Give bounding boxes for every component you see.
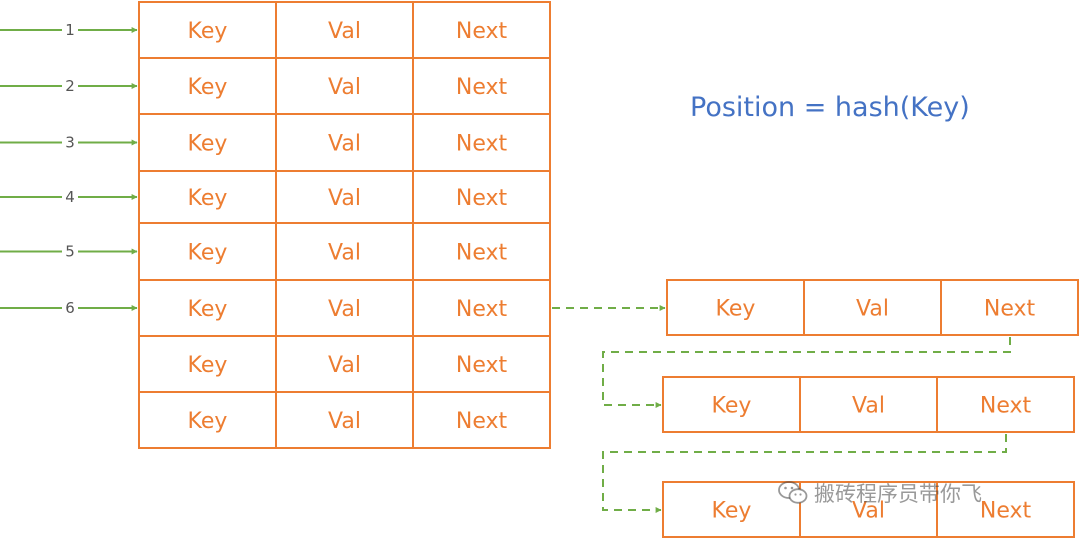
table-row-7-next-label: Next xyxy=(456,353,508,378)
index-arrow-2: 2 xyxy=(0,77,138,95)
index-label-2: 2 xyxy=(65,77,75,95)
chain-node-1-val-label: Val xyxy=(856,297,889,322)
table-row-6-val-cell xyxy=(275,279,414,337)
table-row-3: Key Val Next xyxy=(138,113,551,172)
table-row-8-next-cell xyxy=(412,391,551,449)
table-row-5-val-label: Val xyxy=(328,241,361,266)
table-row-5-next-cell xyxy=(412,222,551,281)
table-row-2-val-cell xyxy=(275,57,414,115)
chain-node-2-next-cell xyxy=(936,376,1075,433)
watermark: 搬砖程序员带你飞 xyxy=(778,478,982,508)
index-label-4: 4 xyxy=(65,188,75,206)
table-row-3-val-label: Val xyxy=(328,132,361,157)
watermark-text: 搬砖程序员带你飞 xyxy=(814,482,982,506)
wechat-icon xyxy=(778,481,808,504)
index-arrow-3: 3 xyxy=(0,134,138,152)
table-row-5-key-label: Key xyxy=(188,241,228,266)
table-row-5-next-label: Next xyxy=(456,241,508,266)
hash-formula: Position = hash(Key) xyxy=(690,92,970,123)
chain-node-3-key-label: Key xyxy=(712,499,752,524)
table-row-1-key-cell xyxy=(138,1,277,59)
table-row-7-key-label: Key xyxy=(188,353,228,378)
chain-node-1: Key Val Next xyxy=(666,279,1079,336)
table-row-1-key-label: Key xyxy=(188,19,228,44)
table-row-5-key-cell xyxy=(138,222,277,281)
table-row-4-next-label: Next xyxy=(456,186,508,211)
table-row-7-key-cell xyxy=(138,335,277,393)
index-arrow-1: 1 xyxy=(0,21,138,39)
chain-node-1-val-cell xyxy=(803,279,942,336)
chain-node-2-val-label: Val xyxy=(852,394,885,419)
table-row-7: Key Val Next xyxy=(138,335,551,393)
table-row-6-key-label: Key xyxy=(188,297,228,322)
table-row-1-val-label: Val xyxy=(328,19,361,44)
index-label-1: 1 xyxy=(65,21,75,39)
chain-node-1-next-label: Next xyxy=(984,297,1036,322)
table-row-3-key-label: Key xyxy=(188,132,228,157)
table-row-2-key-label: Key xyxy=(188,75,228,100)
table-row-8-val-label: Val xyxy=(328,409,361,434)
table-row-2-next-label: Next xyxy=(456,75,508,100)
table-row-8-key-cell xyxy=(138,391,277,449)
table-row-4-val-cell xyxy=(275,170,414,224)
table-row-2: Key Val Next xyxy=(138,57,551,115)
chain-node-2: Key Val Next xyxy=(662,376,1075,433)
chain-node-2-key-label: Key xyxy=(712,394,752,419)
table-row-4-key-label: Key xyxy=(188,186,228,211)
table-row-1-next-label: Next xyxy=(456,19,508,44)
index-label-3: 3 xyxy=(65,134,75,152)
index-arrow-5: 5 xyxy=(0,243,138,261)
table-row-4-next-cell xyxy=(412,170,551,224)
link-node2-to-node3 xyxy=(602,434,1007,513)
table-row-6-val-label: Val xyxy=(328,297,361,322)
chain-node-3-next-cell xyxy=(936,481,1075,538)
chain-node-3-val-label: Val xyxy=(852,499,885,524)
index-arrow-6: 6 xyxy=(0,299,138,317)
chain-node-3: Key Val Next xyxy=(662,481,1075,538)
table-row-6: Key Val Next xyxy=(138,279,551,337)
index-label-6: 6 xyxy=(65,299,75,317)
table-row-6-next-label: Next xyxy=(456,297,508,322)
table-row-6-next-cell xyxy=(412,279,551,337)
table-row-8-val-cell xyxy=(275,391,414,449)
table-row-5: Key Val Next xyxy=(138,222,551,281)
table-row-5-val-cell xyxy=(275,222,414,281)
table-row-2-val-label: Val xyxy=(328,75,361,100)
table-row-6-key-cell xyxy=(138,279,277,337)
index-label-5: 5 xyxy=(65,243,75,261)
chain-node-2-key-cell xyxy=(662,376,801,433)
index-arrow-4: 4 xyxy=(0,188,138,206)
chain-node-3-next-label: Next xyxy=(980,499,1032,524)
chain-node-1-key-label: Key xyxy=(716,297,756,322)
chain-node-1-key-cell xyxy=(666,279,805,336)
table-row-3-next-label: Next xyxy=(456,132,508,157)
table-row-4: Key Val Next xyxy=(138,170,551,224)
table-row-8: Key Val Next xyxy=(138,391,551,449)
table-row-1: Key Val Next xyxy=(138,1,551,59)
table-row-3-key-cell xyxy=(138,113,277,172)
chain-node-1-next-cell xyxy=(940,279,1079,336)
table-row-3-next-cell xyxy=(412,113,551,172)
chain-node-2-next-label: Next xyxy=(980,394,1032,419)
table-row-1-next-cell xyxy=(412,1,551,59)
table-row-2-next-cell xyxy=(412,57,551,115)
table-row-7-val-cell xyxy=(275,335,414,393)
table-row-8-key-label: Key xyxy=(188,409,228,434)
table-row-7-val-label: Val xyxy=(328,353,361,378)
link-node1-to-node2 xyxy=(602,337,1011,408)
table-row-8-next-label: Next xyxy=(456,409,508,434)
table-row-4-val-label: Val xyxy=(328,186,361,211)
